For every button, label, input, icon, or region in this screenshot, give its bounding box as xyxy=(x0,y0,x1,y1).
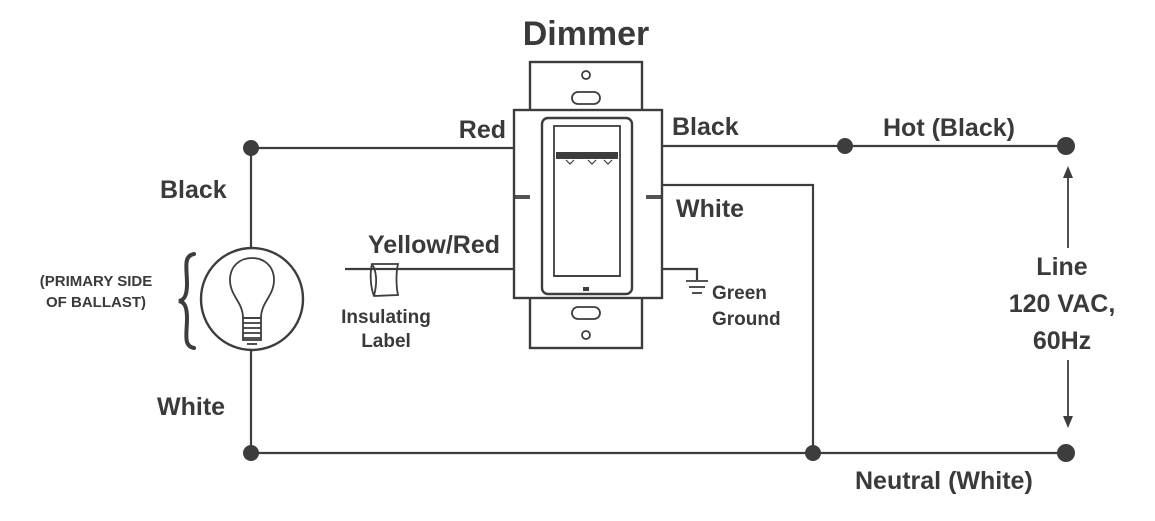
strap-slot-bottom xyxy=(571,306,601,320)
label-insulating-line1: Insulating xyxy=(341,307,431,328)
body-notch-left xyxy=(514,195,530,199)
bulb-circle xyxy=(199,246,305,352)
label-black-switch: Black xyxy=(672,113,739,141)
arrow-head-up xyxy=(1063,166,1073,178)
label-green-line1: Green xyxy=(712,283,767,304)
dimmer-led xyxy=(583,287,589,291)
wires xyxy=(249,144,1066,455)
label-white-switch: White xyxy=(676,195,744,223)
label-primary-line2: OF BALLAST) xyxy=(46,294,146,311)
white-wire xyxy=(662,183,815,453)
node-neutral-terminal xyxy=(1057,444,1075,462)
node-hot-terminal xyxy=(1057,137,1075,155)
line-voltage-arrow xyxy=(1063,166,1073,428)
label-primary-line1: (PRIMARY SIDE xyxy=(40,273,153,290)
node-lamp-top xyxy=(243,140,259,156)
node-lamp-bottom xyxy=(243,445,259,461)
ground-wire xyxy=(662,267,699,280)
light-bulb-icon xyxy=(199,246,305,352)
dimmer-slider xyxy=(556,152,618,159)
strap-screw-hole-bottom xyxy=(581,330,591,340)
label-line-line2: 120 VAC, xyxy=(1009,290,1116,318)
node-hot-join xyxy=(837,138,853,154)
bulb-glass xyxy=(229,257,275,319)
strap-slot-top xyxy=(571,91,601,105)
ground-symbol-icon xyxy=(686,280,708,294)
slider-marks xyxy=(565,159,613,165)
insulating-label-tape xyxy=(369,263,400,297)
node-neutral-join xyxy=(805,445,821,461)
curly-brace-icon xyxy=(178,252,196,350)
insulating-label-icon xyxy=(369,263,400,297)
label-hot: Hot (Black) xyxy=(883,114,1015,142)
diagram-title: Dimmer xyxy=(523,15,650,53)
label-line-line1: Line xyxy=(1036,253,1087,281)
dimmer-device xyxy=(512,60,664,350)
label-insulating-line2: Label xyxy=(361,331,411,352)
body-notch-right xyxy=(646,195,662,199)
label-white-lamp: White xyxy=(157,393,225,421)
label-neutral: Neutral (White) xyxy=(855,467,1033,495)
strap-screw-hole-top xyxy=(581,70,591,80)
junction-nodes xyxy=(243,137,1075,462)
label-red: Red xyxy=(459,116,506,144)
insulating-label-fold xyxy=(371,263,377,297)
label-black-lamp: Black xyxy=(160,176,227,204)
label-line-line3: 60Hz xyxy=(1033,327,1091,355)
bulb-base xyxy=(242,317,262,341)
label-green-line2: Ground xyxy=(712,309,781,330)
dimmer-faceplate xyxy=(540,116,634,296)
label-yellow-red: Yellow/Red xyxy=(368,231,500,259)
arrow-head-down xyxy=(1063,416,1073,428)
bulb-threads xyxy=(243,322,261,339)
